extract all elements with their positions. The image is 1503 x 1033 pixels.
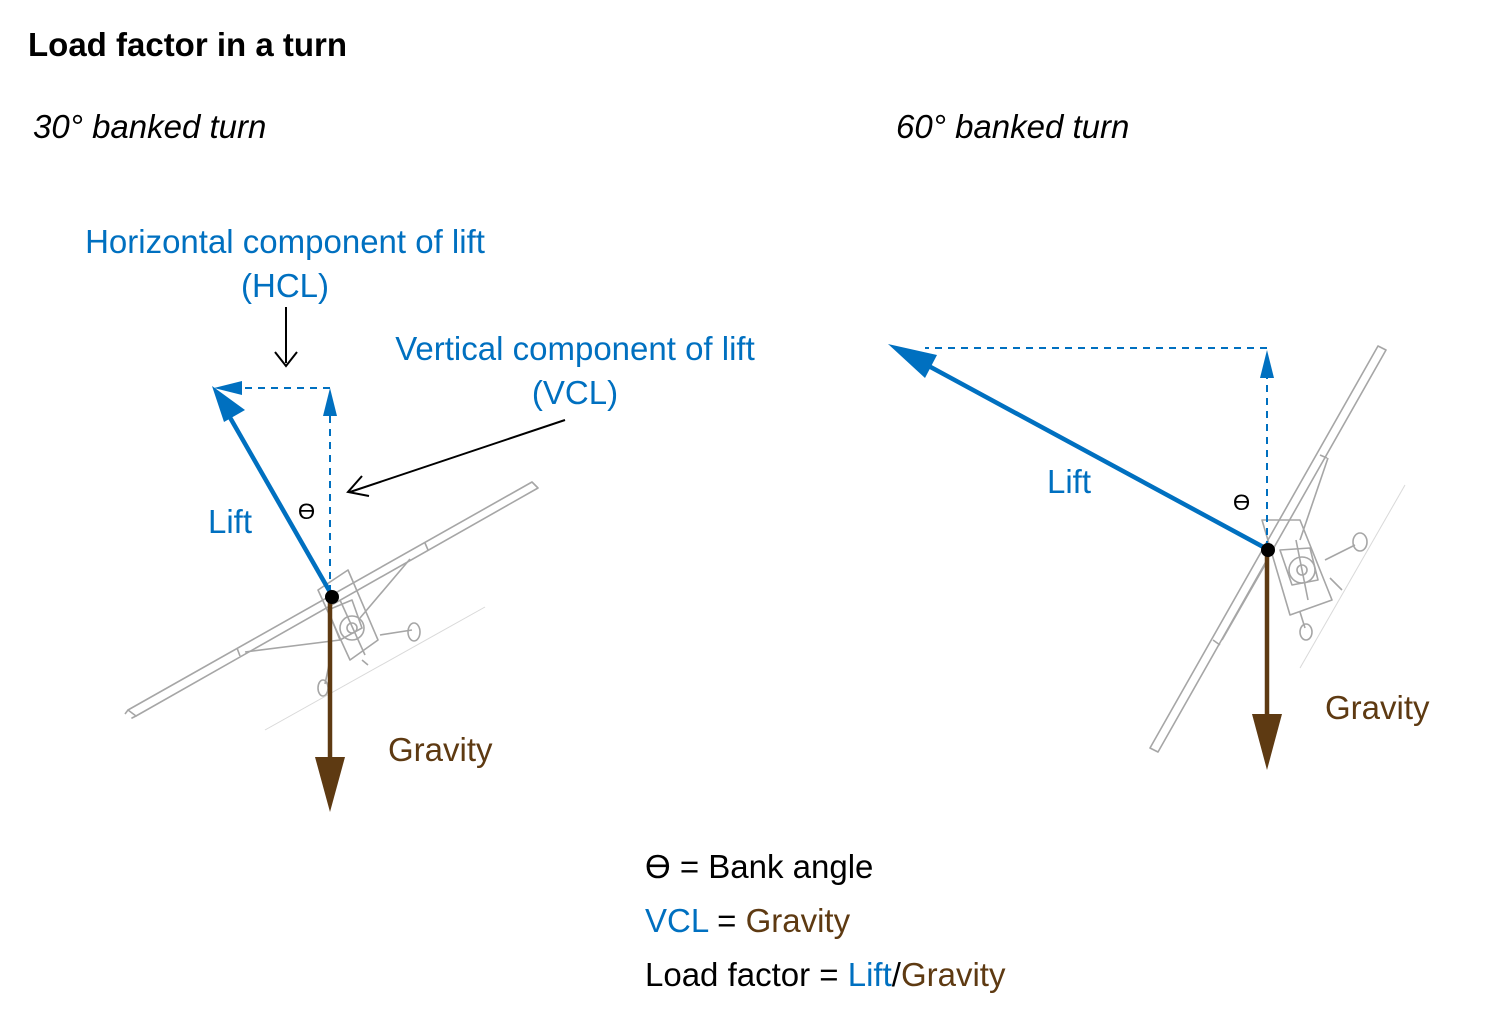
gravity-label-60: Gravity	[1325, 689, 1430, 726]
cg-dot-60	[1261, 543, 1275, 557]
vcl-label: Vertical component of lift (VCL)	[370, 327, 780, 415]
vcl-pointer-arrowhead	[346, 475, 370, 497]
vectors-30	[212, 307, 566, 812]
lift-vector-60	[923, 362, 1269, 551]
hcl-arrowhead-30	[214, 381, 242, 395]
lift-label-60: Lift	[1047, 463, 1092, 500]
legend-vcl-equation: VCL = Gravity	[645, 902, 850, 940]
lift-arrowhead-60	[888, 344, 937, 378]
legend-equals: =	[707, 902, 746, 939]
vcl-arrowhead-60	[1260, 350, 1274, 378]
hcl-label-line1: Horizontal component of lift	[85, 223, 485, 260]
hcl-label-line2: (HCL)	[241, 267, 329, 304]
hcl-pointer-arrowhead	[274, 351, 298, 368]
lift-arrowhead-30	[212, 386, 245, 422]
hcl-label: Horizontal component of lift (HCL)	[60, 220, 510, 308]
legend-lift: Lift	[847, 956, 892, 993]
theta-label-60: ϴ	[1233, 490, 1251, 515]
lift-vector-30	[226, 412, 332, 594]
legend-gravity-2: Gravity	[900, 956, 1006, 993]
gravity-label-30: Gravity	[388, 731, 493, 768]
vcl-pointer-arrow	[349, 419, 566, 493]
subtitle-30: 30° banked turn	[33, 108, 267, 145]
gravity-arrowhead-30	[315, 757, 345, 812]
legend-slash: /	[891, 956, 901, 993]
legend-load-factor-prefix: Load factor =	[645, 956, 848, 993]
legend-vcl: VCL	[645, 902, 708, 939]
legend-bank-angle-text: = Bank angle	[670, 848, 874, 885]
legend-theta-symbol: ϴ	[645, 848, 671, 885]
airplane-30-icon	[124, 481, 539, 731]
gravity-arrowhead-60	[1252, 714, 1282, 770]
legend-load-factor: Load factor = Lift/Gravity	[645, 956, 1005, 994]
airplane-60-icon	[1149, 345, 1406, 753]
vcl-arrowhead-30	[323, 388, 337, 416]
legend-gravity: Gravity	[745, 902, 851, 939]
lift-label-30: Lift	[208, 503, 253, 540]
subtitle-60: 60° banked turn	[896, 108, 1130, 145]
theta-label-30: ϴ	[298, 499, 316, 524]
cg-dot-30	[325, 590, 339, 604]
vcl-label-line1: Vertical component of lift	[395, 330, 755, 367]
legend-bank-angle: ϴ = Bank angle	[645, 848, 873, 886]
vcl-label-line2: (VCL)	[531, 374, 619, 411]
vectors-60	[888, 344, 1282, 770]
page-title: Load factor in a turn	[28, 26, 348, 63]
